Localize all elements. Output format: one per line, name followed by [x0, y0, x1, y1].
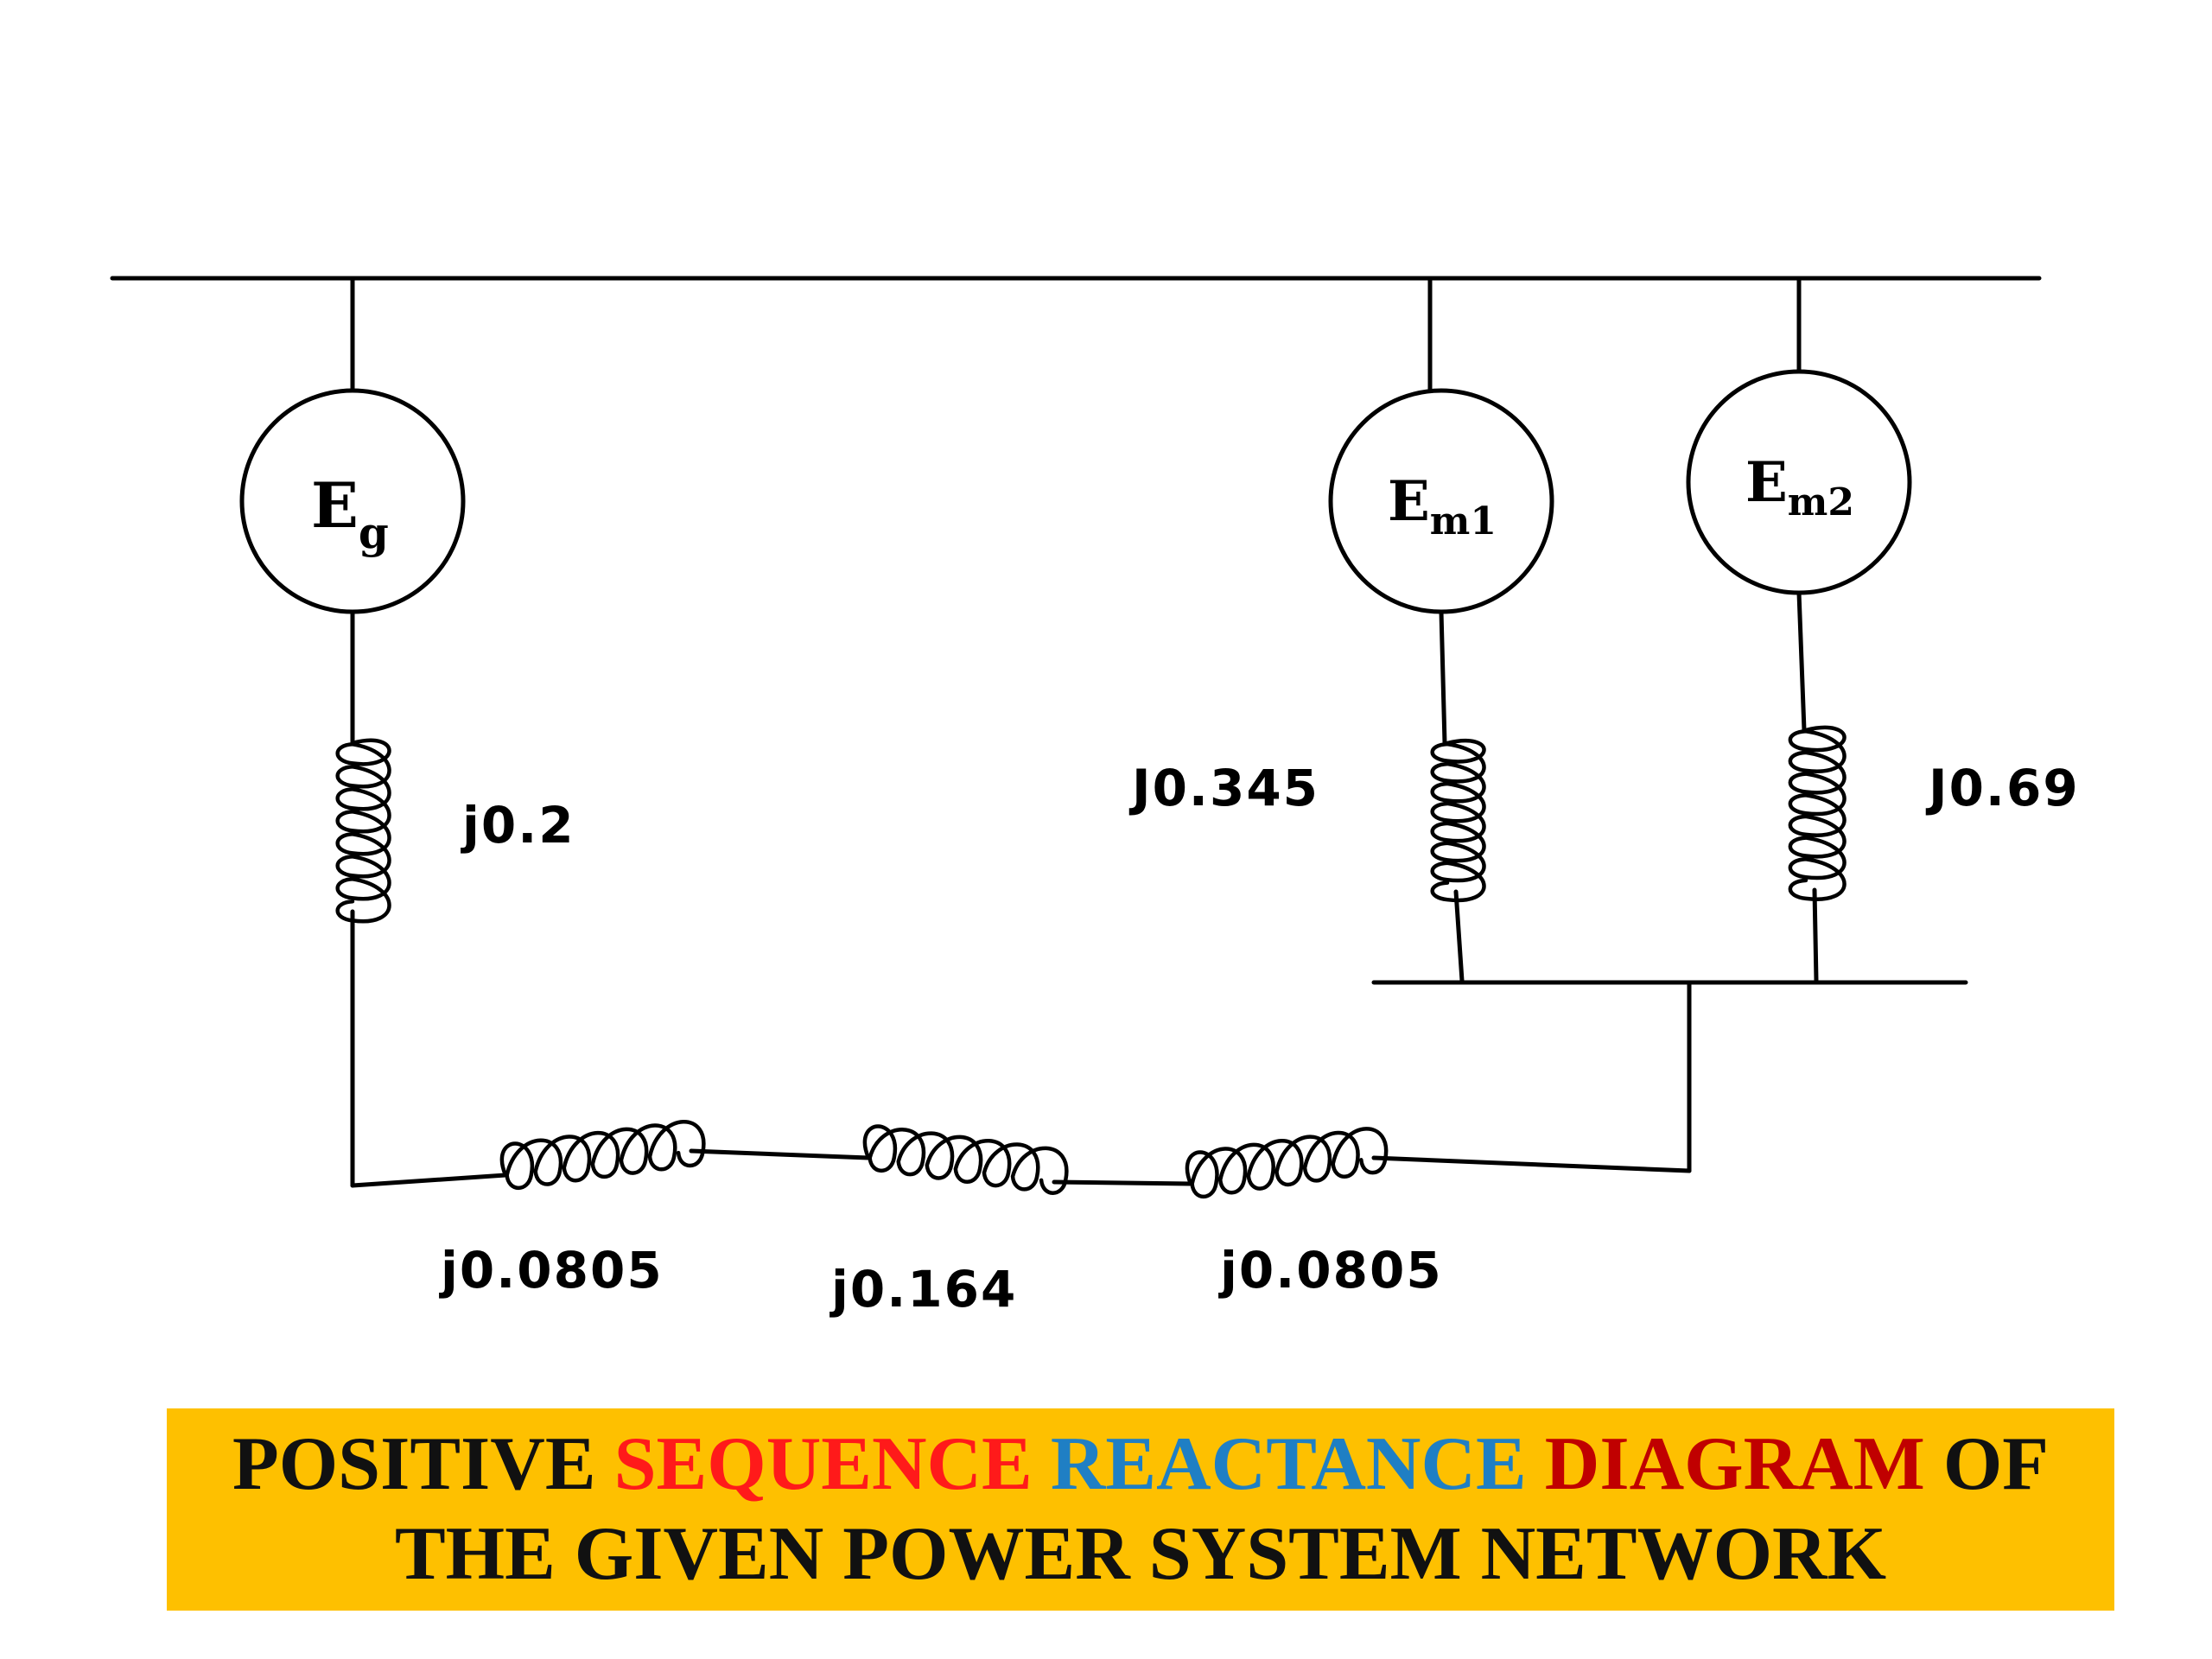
motor-em2-label: Em2: [1745, 450, 1854, 524]
reactance-label-transformer-1: j0.0805: [439, 1241, 664, 1300]
reactance-label-m2: J0.69: [1925, 759, 2080, 817]
reactance-label-gen-g: j0.2: [461, 796, 575, 855]
title-word-sequence: SEQUENCE: [613, 1422, 1033, 1506]
title-word-reactance: REACTANCE: [1050, 1422, 1527, 1506]
motor-em1-label: Em1: [1388, 469, 1497, 543]
inductor-transformer-2: [1185, 1127, 1389, 1199]
inductor-transformer-1: [499, 1120, 706, 1191]
reactance-label-line: j0.164: [830, 1260, 1017, 1319]
wire-series-4: [1371, 1155, 1692, 1173]
wire-m2-lower: [1812, 887, 1819, 983]
inductor-gen-g: [335, 738, 391, 924]
inductor-m1: [1430, 738, 1486, 903]
wire-series-2: [689, 1148, 871, 1160]
wire-m2-down: [1796, 590, 1807, 733]
title-word-diagram: DIAGRAM: [1544, 1422, 1925, 1506]
wire-m1-down: [1439, 609, 1447, 746]
inductor-m2: [1788, 725, 1847, 901]
wire-series-1: [350, 1173, 508, 1188]
reactance-label-transformer-2: j0.0805: [1218, 1241, 1443, 1300]
title-line-2: THE GIVEN POWER SYSTEM NETWORK: [394, 1512, 1887, 1596]
wire-m1-lower: [1453, 889, 1465, 983]
generator-eg-label: Eg: [311, 468, 389, 558]
title-word-positive: POSITIVE: [232, 1422, 596, 1506]
inductor-line: [862, 1124, 1069, 1195]
reactance-label-m1: J0.345: [1128, 759, 1319, 817]
title-word-of: OF: [1942, 1422, 2050, 1506]
wire-series-3: [1052, 1179, 1193, 1186]
